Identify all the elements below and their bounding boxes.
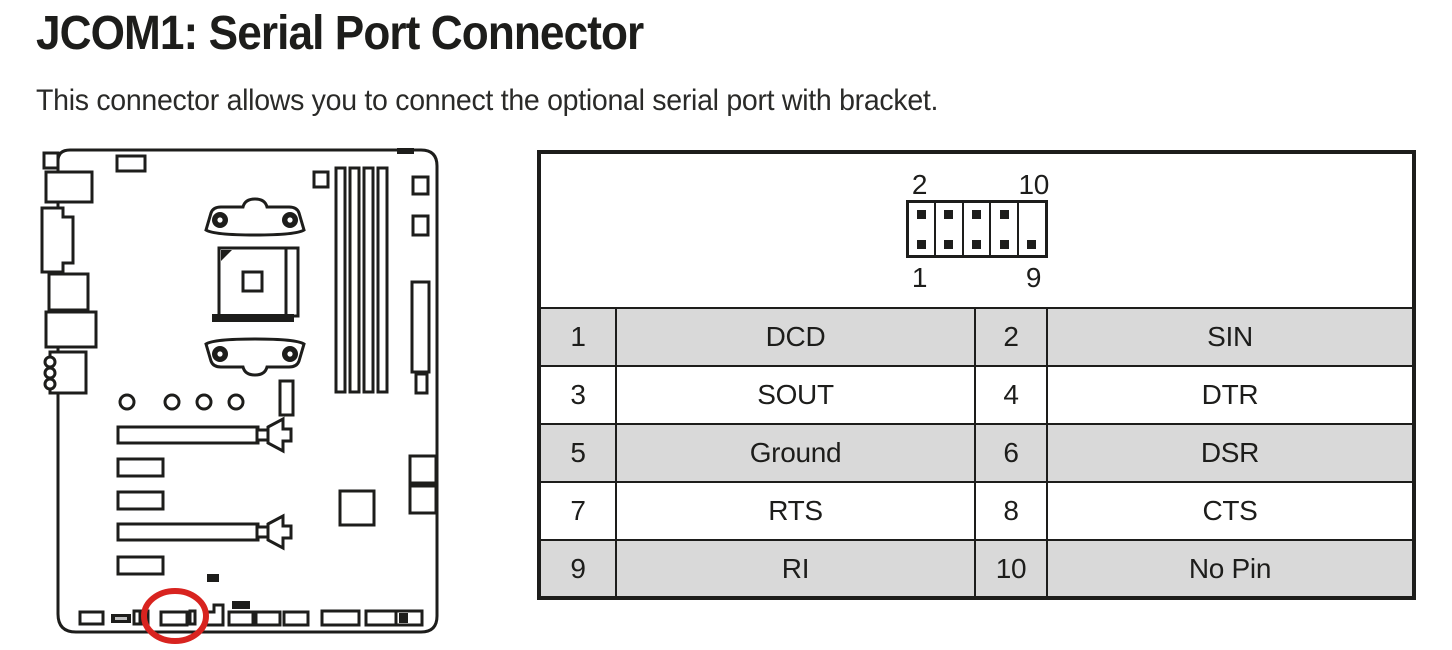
- pin-column: [936, 203, 964, 255]
- pin-number-cell: 6: [974, 423, 1048, 483]
- signal-cell: Ground: [615, 423, 976, 483]
- pin-label-1: 1: [911, 262, 928, 293]
- pin-column: [991, 203, 1019, 255]
- pinout-table: 2 10 1 9: [537, 150, 1416, 600]
- signal-cell: DTR: [1046, 365, 1415, 425]
- page-title: JCOM1: Serial Port Connector: [36, 7, 644, 60]
- signal-cell: RTS: [615, 481, 976, 541]
- pcie-latch: [255, 513, 293, 551]
- signal-cell: DCD: [615, 307, 976, 367]
- pin-number-cell: 5: [538, 423, 617, 483]
- signal-cell: DSR: [1046, 423, 1415, 483]
- pin-label-2: 2: [911, 169, 928, 200]
- ram-slots: [312, 166, 389, 394]
- signal-cell: SOUT: [615, 365, 976, 425]
- table-row: 3 SOUT 4 DTR: [538, 365, 1415, 425]
- rear-io-ports: [40, 151, 98, 395]
- pin-column-no-pin: [1019, 203, 1045, 255]
- pin-header-box: [905, 200, 1048, 258]
- pin-number-cell: 9: [538, 539, 617, 599]
- pin-number-cell: 2: [974, 307, 1048, 367]
- table-row: 5 Ground 6 DSR: [538, 423, 1415, 483]
- pcie-slots: [116, 416, 293, 576]
- pin-label-10: 10: [1018, 169, 1050, 200]
- pin-diagram-row: 2 10 1 9: [538, 151, 1415, 309]
- motherboard-svg: [40, 148, 439, 644]
- cpu-socket: [212, 246, 300, 322]
- pin-labels-bottom: 1 9: [906, 258, 1048, 293]
- cpu-bracket-bottom: [204, 337, 306, 377]
- pin-header-diagram: 2 10 1 9: [905, 169, 1050, 293]
- cpu-bracket-top: [204, 197, 306, 237]
- signal-cell: SIN: [1046, 307, 1415, 367]
- pin-number-cell: 3: [538, 365, 617, 425]
- table-row: 9 RI 10 No Pin: [538, 539, 1415, 599]
- table-row: 7 RTS 8 CTS: [538, 481, 1415, 541]
- pin-labels-top: 2 10: [906, 169, 1050, 200]
- motherboard-diagram: [30, 140, 450, 650]
- jcom1-highlight-ellipse: [141, 588, 209, 644]
- pin-column: [964, 203, 992, 255]
- right-edge-headers: [408, 175, 438, 515]
- pin-number-cell: 7: [538, 481, 617, 541]
- pin-number-cell: 4: [974, 365, 1048, 425]
- pin-number-cell: 8: [974, 481, 1048, 541]
- pin-number-cell: 1: [538, 307, 617, 367]
- pin-number-cell: 10: [974, 539, 1048, 599]
- pcie-latch: [255, 416, 293, 454]
- pin-label-9: 9: [1025, 262, 1042, 293]
- page-description: This connector allows you to connect the…: [36, 84, 939, 117]
- pin-column: [909, 203, 937, 255]
- jcom1-connector: [159, 610, 189, 627]
- signal-cell: RI: [615, 539, 976, 599]
- signal-cell: CTS: [1046, 481, 1415, 541]
- bottom-edge-connectors: [78, 601, 424, 627]
- board-holes: [118, 379, 376, 582]
- table-row: 1 DCD 2 SIN: [538, 307, 1415, 367]
- signal-cell: No Pin: [1046, 539, 1415, 599]
